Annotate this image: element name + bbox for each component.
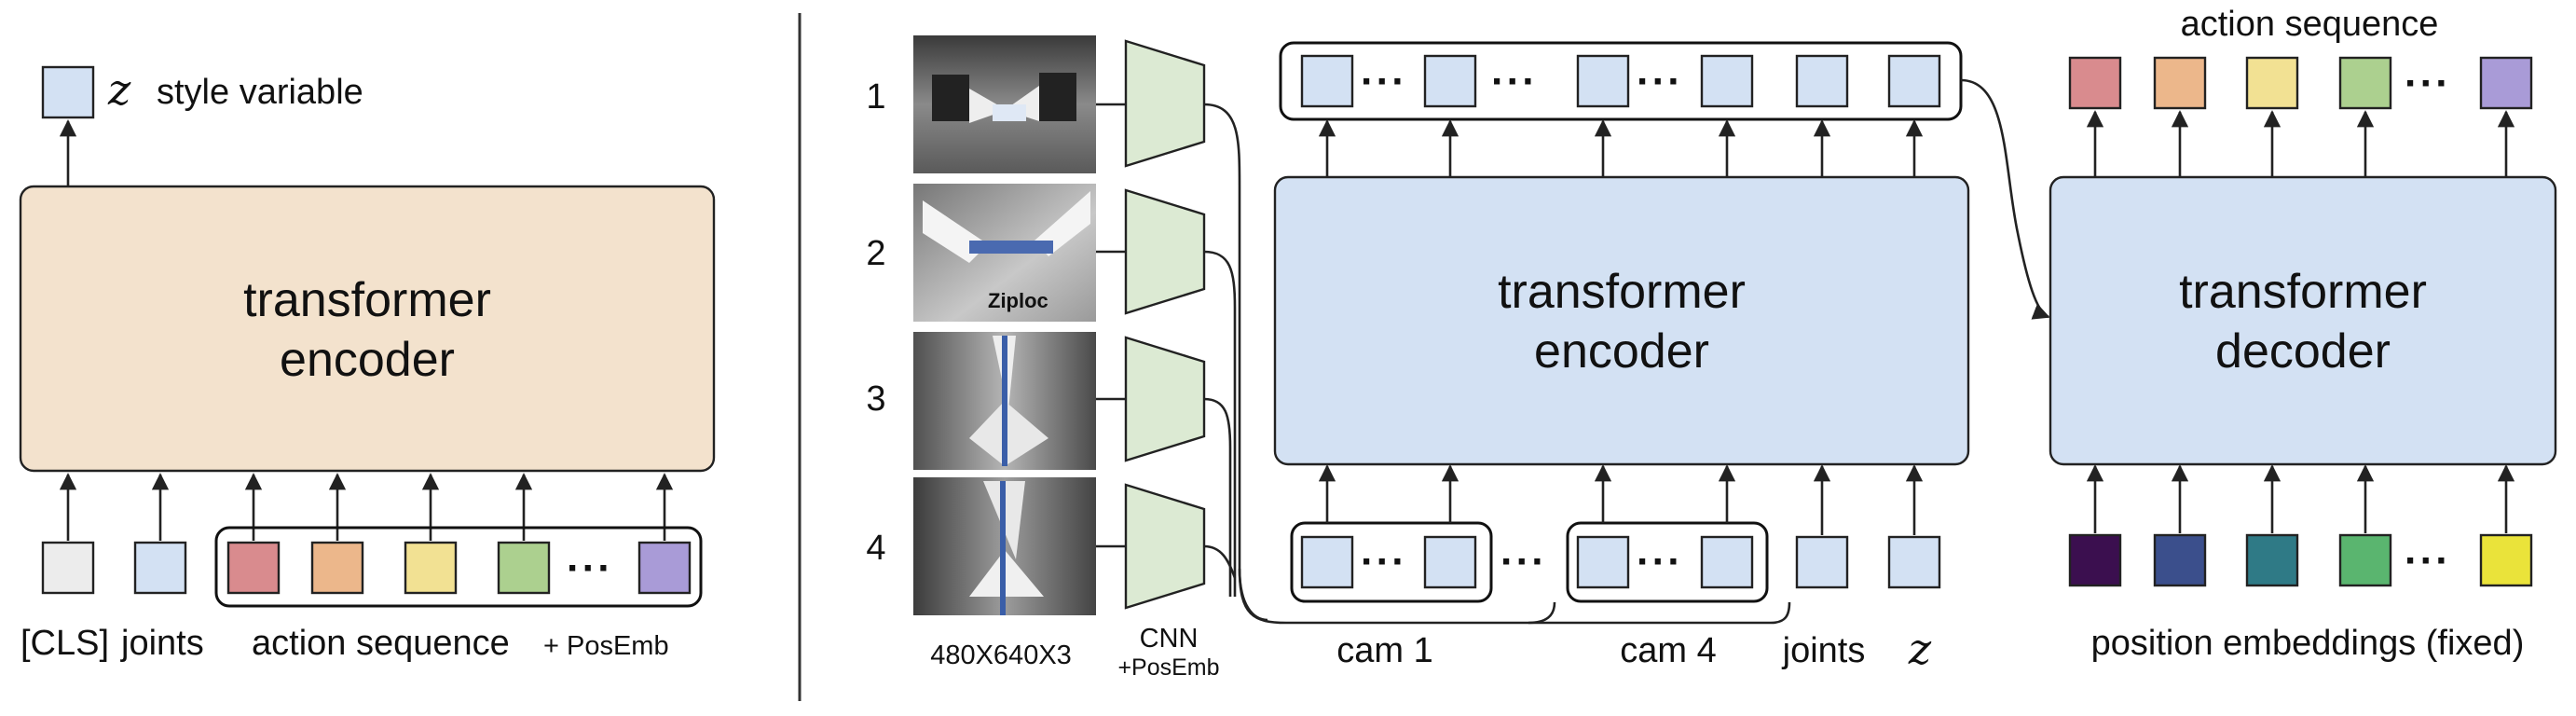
right-transformer-encoder [1273, 175, 1970, 466]
cls-label: [CLS] [21, 624, 109, 663]
encoder-output-token-4 [1700, 54, 1754, 108]
decoder-action-dots: ··· [2405, 61, 2451, 106]
encoder-to-decoder-arrow [1960, 78, 2050, 320]
right-encoder-title-line2: encoder [1534, 324, 1709, 379]
position-embedding-2 [2153, 533, 2207, 587]
cnn-posemb-label: +PosEmb [1117, 654, 1219, 681]
cnn-label: CNN [1140, 624, 1199, 654]
cnn-block-3 [1124, 336, 1206, 462]
cam4-dots: ··· [1637, 539, 1683, 585]
cam4-feed-path [1528, 601, 1791, 625]
encoder-output-token-2 [1423, 54, 1477, 108]
camera-number-2: 2 [866, 234, 885, 273]
position-embedding-5 [2479, 533, 2533, 587]
decoder-action-token-3 [2245, 56, 2299, 110]
encoder-output-token-1 [1300, 54, 1354, 108]
image-size-label: 480X640X3 [930, 640, 1072, 670]
cam4-label: cam 4 [1620, 631, 1716, 670]
cnn-block-4 [1124, 483, 1206, 610]
camera-number-3: 3 [866, 379, 885, 419]
encoder-z-label: z [1908, 624, 1932, 674]
cam1-feed-path [1238, 568, 1556, 625]
encoder-output-token-6 [1887, 54, 1941, 108]
position-embeddings-label: position embeddings (fixed) [2091, 624, 2525, 663]
cnn2-feature-path [1203, 250, 1237, 597]
encoder-joints-label: joints [1782, 631, 1866, 670]
encoder-z-token [1887, 535, 1941, 589]
left-encoder-title-line2: encoder [280, 333, 455, 387]
left-transformer-encoder [19, 185, 716, 473]
cnn-block-2 [1124, 188, 1206, 315]
cam4-token-a [1576, 535, 1630, 589]
cam1-dots: ··· [1361, 539, 1407, 585]
style-variable-token [41, 65, 95, 119]
image-caption: Ziploc [988, 289, 1048, 312]
decoder-title-line2: decoder [2215, 324, 2391, 379]
action-token-1 [226, 541, 281, 595]
camera-image-4 [913, 477, 1096, 615]
action-token-3 [404, 541, 458, 595]
encoder-output-dots-3: ··· [1637, 59, 1683, 104]
position-embedding-4 [2338, 533, 2392, 587]
decoder-title-line1: transformer [2179, 265, 2427, 319]
action-dots: ··· [567, 545, 613, 591]
cam1-label: cam 1 [1336, 631, 1432, 670]
posemb-label: + PosEmb [543, 631, 669, 661]
camera-image-1 [913, 35, 1096, 173]
cnn4-feature-path [1203, 544, 1237, 579]
position-embedding-3 [2245, 533, 2299, 587]
decoder-action-sequence-label: action sequence [2181, 5, 2439, 44]
left-panel: z style variable transformer encoder ···… [19, 64, 716, 663]
joints-token [133, 541, 187, 595]
decoder-action-token-1 [2068, 56, 2122, 110]
encoder-output-dots-2: ··· [1491, 59, 1538, 104]
right-encoder-title-line1: transformer [1498, 265, 1746, 319]
decoder-action-token-2 [2153, 56, 2207, 110]
cnn3-feature-path [1203, 397, 1232, 597]
camera-number-4: 4 [866, 529, 885, 568]
style-variable-label: style variable [157, 73, 363, 112]
action-token-2 [310, 541, 364, 595]
right-panel: 1 2 3 4 Ziploc [866, 5, 2557, 681]
encoder-output-token-5 [1795, 54, 1849, 108]
action-token-4 [497, 541, 551, 595]
encoder-joints-token [1795, 535, 1849, 589]
cam1-token-a [1300, 535, 1354, 589]
left-encoder-title-line1: transformer [243, 273, 491, 327]
camera-number-1: 1 [866, 77, 885, 117]
action-sequence-label: action sequence [252, 624, 510, 663]
camera-image-2: Ziploc [913, 184, 1096, 322]
transformer-decoder [2048, 175, 2557, 466]
between-cams-dots: ··· [1500, 539, 1547, 585]
cam4-token-b [1700, 535, 1754, 589]
position-embedding-1 [2068, 533, 2122, 587]
cam4-token-group [1566, 521, 1769, 603]
encoder-output-dots-1: ··· [1361, 59, 1407, 104]
encoder-output-token-3 [1576, 54, 1630, 108]
action-sequence-group [214, 526, 703, 608]
action-token-5 [637, 541, 692, 595]
joints-label: joints [120, 624, 204, 663]
cls-token [41, 541, 95, 595]
position-embedding-dots: ··· [2405, 538, 2451, 584]
camera-image-3 [913, 332, 1096, 470]
style-variable-symbol: z [107, 64, 131, 115]
decoder-action-token-5 [2479, 56, 2533, 110]
cam1-token-group [1290, 521, 1493, 603]
cam1-token-b [1423, 535, 1477, 589]
cnn-block-1 [1124, 39, 1206, 168]
decoder-action-token-4 [2338, 56, 2392, 110]
